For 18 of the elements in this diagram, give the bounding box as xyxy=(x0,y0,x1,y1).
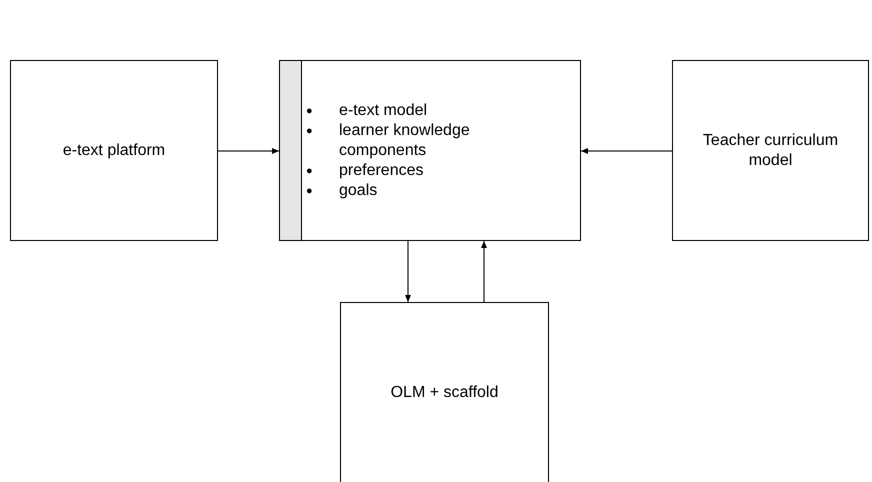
list-item: goals xyxy=(339,180,378,200)
arrow xyxy=(218,148,280,154)
bullet: ● xyxy=(306,164,314,178)
bullet: ● xyxy=(306,124,314,138)
process-box xyxy=(340,302,549,482)
bullet: ● xyxy=(306,104,314,118)
list-item: preferences xyxy=(339,160,424,180)
arrow xyxy=(405,240,411,302)
list-item: e-text model xyxy=(339,100,428,120)
process-box xyxy=(10,60,218,241)
process-box xyxy=(672,60,869,241)
model-box xyxy=(279,60,581,241)
arrow xyxy=(481,240,487,302)
node-label: e-text platform xyxy=(62,140,166,160)
node-label: OLM + scaffold xyxy=(390,383,498,403)
bullet: ● xyxy=(306,184,314,198)
arrow xyxy=(580,148,672,154)
node-label: Teacher curriculum model xyxy=(702,130,840,170)
